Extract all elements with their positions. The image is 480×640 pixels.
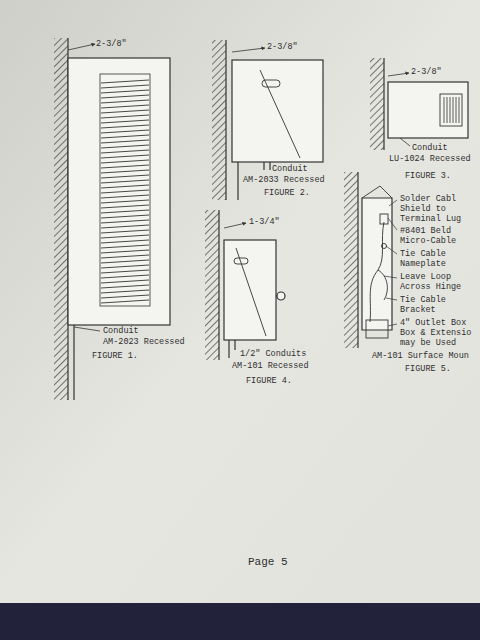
louver-stroke — [101, 220, 149, 223]
part-label: Conduit — [103, 326, 139, 336]
louver-stroke — [101, 285, 149, 288]
part-label: LU-1024 Recessed — [389, 154, 471, 164]
vent-slot — [459, 97, 460, 123]
louver-stroke — [101, 270, 149, 273]
louver-stroke — [101, 125, 149, 128]
table-surface — [0, 603, 480, 640]
paper — [0, 0, 480, 605]
part-label: Conduit — [272, 164, 308, 174]
part-label: 1/2" Conduits — [240, 349, 306, 359]
figure-3 — [370, 58, 468, 150]
louver-stroke — [101, 190, 149, 193]
part-label: AM-101 Recessed — [232, 361, 309, 371]
dimension-label: 2-3/8" — [96, 39, 127, 49]
part-label: AM-2033 Recessed — [243, 175, 325, 185]
part-label: Conduit — [412, 143, 448, 153]
louver-stroke — [101, 275, 149, 278]
figure-caption: FIGURE 2. — [264, 188, 310, 198]
dimension-label: 2-3/8" — [411, 67, 442, 77]
louver-stroke — [101, 180, 149, 183]
part-label: AM-2023 Recessed — [103, 337, 185, 347]
louver-stroke — [101, 140, 149, 143]
louver-stroke — [101, 280, 149, 283]
dimension-label: 2-3/8" — [267, 42, 298, 52]
louver-stroke — [101, 175, 149, 178]
vent-slot — [456, 97, 457, 123]
page-number: Page 5 — [248, 556, 288, 569]
vent-slot — [450, 97, 451, 123]
louver-stroke — [101, 245, 149, 248]
figure-5 — [344, 172, 397, 348]
callout-note: Solder Cabl Shield to Terminal Lug — [400, 194, 474, 224]
louver-stroke — [101, 300, 149, 303]
louver-stroke — [101, 225, 149, 228]
louver-stroke — [101, 160, 149, 163]
louver-stroke — [101, 110, 149, 113]
louver-stroke — [101, 255, 149, 258]
vent-slot — [453, 97, 454, 123]
part-label: AM-101 Surface Moun — [372, 351, 469, 361]
louver-stroke — [101, 195, 149, 198]
louver-stroke — [101, 100, 149, 103]
callout-note: 4" Outlet Box Box & Extensio may be Used — [400, 318, 474, 348]
vent-slot — [444, 97, 445, 123]
callout-note: Leave Loop Across Hinge — [400, 272, 474, 292]
louver-stroke — [101, 90, 149, 93]
callout-note: Tie Cable Bracket — [400, 295, 474, 315]
louver-stroke — [101, 135, 149, 138]
louver-stroke — [101, 295, 149, 298]
louver-stroke — [101, 115, 149, 118]
louver-stroke — [101, 260, 149, 263]
figure-4 — [205, 210, 285, 360]
louver-stroke — [101, 80, 149, 83]
louver-stroke — [101, 105, 149, 108]
louver-stroke — [101, 205, 149, 208]
louver-stroke — [101, 210, 149, 213]
louver-stroke — [101, 230, 149, 233]
louver-stroke — [101, 155, 149, 158]
louver-stroke — [101, 215, 149, 218]
callout-note: Tie Cable Nameplate — [400, 249, 474, 269]
louver-stroke — [101, 170, 149, 173]
louver-stroke — [101, 265, 149, 268]
figure-caption: FIGURE 4. — [246, 376, 292, 386]
figure-caption: FIGURE 1. — [92, 351, 138, 361]
figure-caption: FIGURE 3. — [405, 171, 451, 181]
callout-note: #8401 Beld Micro-Cable — [400, 226, 474, 246]
louver-stroke — [101, 240, 149, 243]
dimension-label: 1-3/4" — [249, 217, 280, 227]
louver-stroke — [101, 95, 149, 98]
louver-stroke — [101, 85, 149, 88]
louver-stroke — [101, 145, 149, 148]
vent-slot — [447, 97, 448, 123]
louver-stroke — [101, 290, 149, 293]
louver-stroke — [101, 150, 149, 153]
louver-stroke — [101, 130, 149, 133]
louver-stroke — [101, 165, 149, 168]
louver-stroke — [101, 200, 149, 203]
louver-stroke — [101, 120, 149, 123]
louver-stroke — [101, 235, 149, 238]
louver-stroke — [101, 185, 149, 188]
louver-stroke — [101, 250, 149, 253]
figure-caption: FIGURE 5. — [405, 364, 451, 374]
